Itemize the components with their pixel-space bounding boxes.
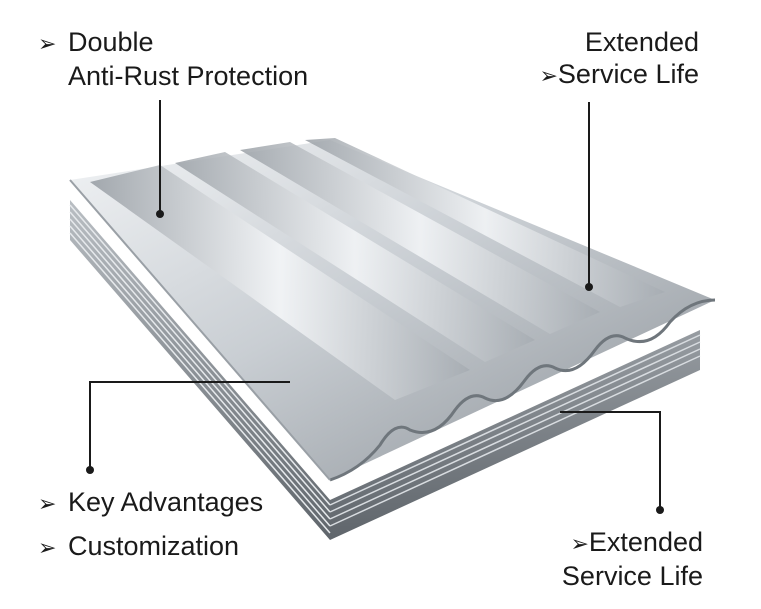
leader-dots xyxy=(86,210,664,514)
callout-service-life-top: Extended ➢Service Life xyxy=(528,26,699,92)
bullet-arrow-icon: ➢ xyxy=(38,535,57,560)
bullet-arrow-icon: ➢ xyxy=(570,531,589,556)
bullet-arrow-icon: ➢ xyxy=(539,63,558,88)
callout-anti-rust: ➢ Double Anti-Rust Protection xyxy=(38,26,308,92)
callout-anti-rust-line2: Anti-Rust Protection xyxy=(68,61,309,91)
callout-key-advantages-label: Key Advantages xyxy=(68,487,264,517)
sheet-stack-edges xyxy=(69,200,701,540)
bullet-arrow-icon: ➢ xyxy=(38,491,57,516)
callout-service-life-bottom-line1: Extended xyxy=(588,527,703,557)
callout-service-life-bottom-line2: Service Life xyxy=(561,561,703,591)
leader-key-advantages xyxy=(89,381,290,468)
bullet-arrow-icon: ➢ xyxy=(38,31,57,56)
callout-service-life-bottom: ➢Extended Service Life xyxy=(559,526,703,592)
callout-anti-rust-line1: Double xyxy=(68,27,154,57)
callout-service-life-top-line2: Service Life xyxy=(557,59,699,89)
callout-customization-label: Customization xyxy=(68,531,240,561)
top-sheet xyxy=(69,138,716,482)
leader-lines xyxy=(89,100,661,508)
leader-service-life-bottom xyxy=(560,411,661,508)
callout-service-life-top-line1: Extended xyxy=(584,27,699,57)
callout-key-advantages: ➢ Key Advantages ➢ Customization xyxy=(38,486,263,564)
